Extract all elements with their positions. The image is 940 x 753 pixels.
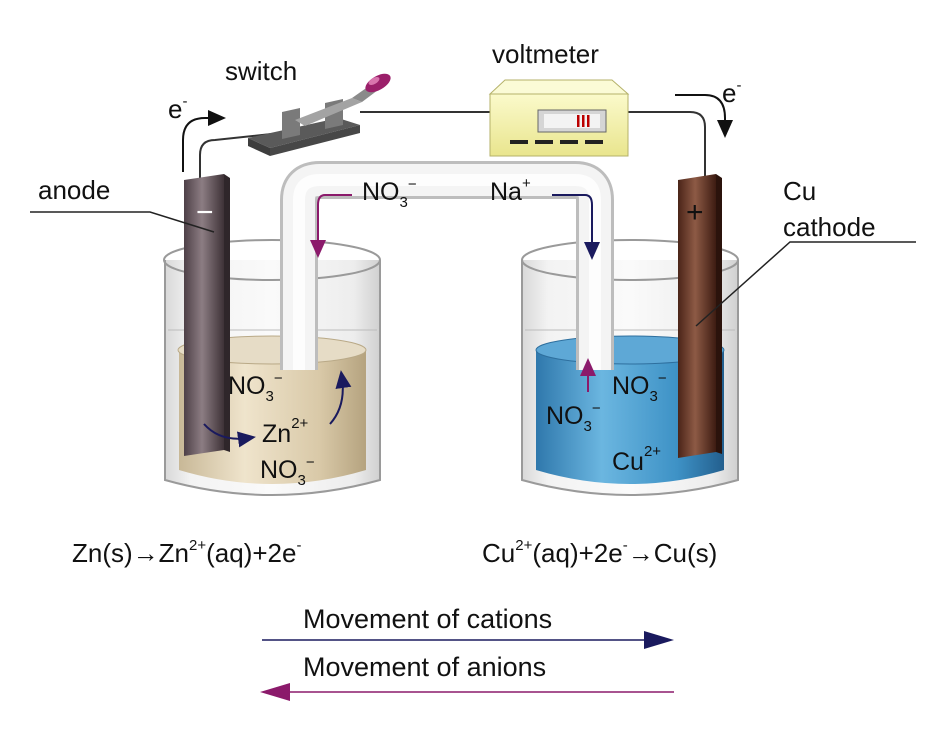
cathode-metal-label: Cu [783, 176, 816, 206]
voltmeter-icon[interactable] [488, 79, 630, 157]
salt-bridge [280, 161, 614, 370]
left-nitrate-ion-bottom: NO3− [260, 454, 315, 489]
cation-movement-label: Movement of cations [303, 604, 552, 634]
bridge-cation-arrow [552, 194, 600, 260]
right-nitrate-ion-mid: NO3− [546, 400, 601, 435]
zinc-ion-release-arrow [203, 423, 256, 448]
external-wire [199, 111, 706, 180]
left-nitrate-ion-top: NO3− [228, 370, 283, 405]
nitrate-uptake-arrow [329, 370, 352, 425]
anode-leader-line [30, 211, 215, 233]
anion-arrowhead [260, 683, 290, 701]
copper-cathode-electrode: + [678, 174, 722, 458]
right-copper-ion: Cu2+ [612, 443, 661, 476]
switch-icon[interactable] [248, 70, 394, 156]
anode-half-reaction: Zn(s)→Zn2+(aq)+2e- [72, 537, 301, 568]
electron-flow-arrow-right [675, 94, 733, 138]
zinc-anode-electrode: − [184, 174, 230, 456]
cathode-half-reaction: Cu2+(aq)+2e-→Cu(s) [482, 537, 717, 568]
switch-label: switch [225, 56, 297, 86]
bridge-nitrate-ion: NO3− [362, 176, 417, 211]
cathode-sign: + [686, 196, 704, 229]
anode-sign: − [196, 196, 214, 229]
bridge-anion-arrow [310, 194, 352, 258]
cathode-label: cathode [783, 212, 876, 242]
anion-movement-label: Movement of anions [303, 652, 546, 682]
anode-label: anode [38, 175, 110, 205]
electron-flow-arrow-left [182, 110, 226, 172]
electron-label-right: e- [722, 77, 741, 108]
bridge-sodium-ion: Na+ [490, 175, 531, 206]
voltmeter-label: voltmeter [492, 39, 599, 69]
cation-arrowhead [644, 631, 674, 649]
right-nitrate-ion-top: NO3− [612, 370, 667, 405]
left-zinc-ion: Zn2+ [262, 415, 309, 448]
electron-label-left: e- [168, 93, 187, 124]
copper-nitrate-solution [536, 350, 724, 484]
cathode-leader-line [695, 241, 916, 327]
